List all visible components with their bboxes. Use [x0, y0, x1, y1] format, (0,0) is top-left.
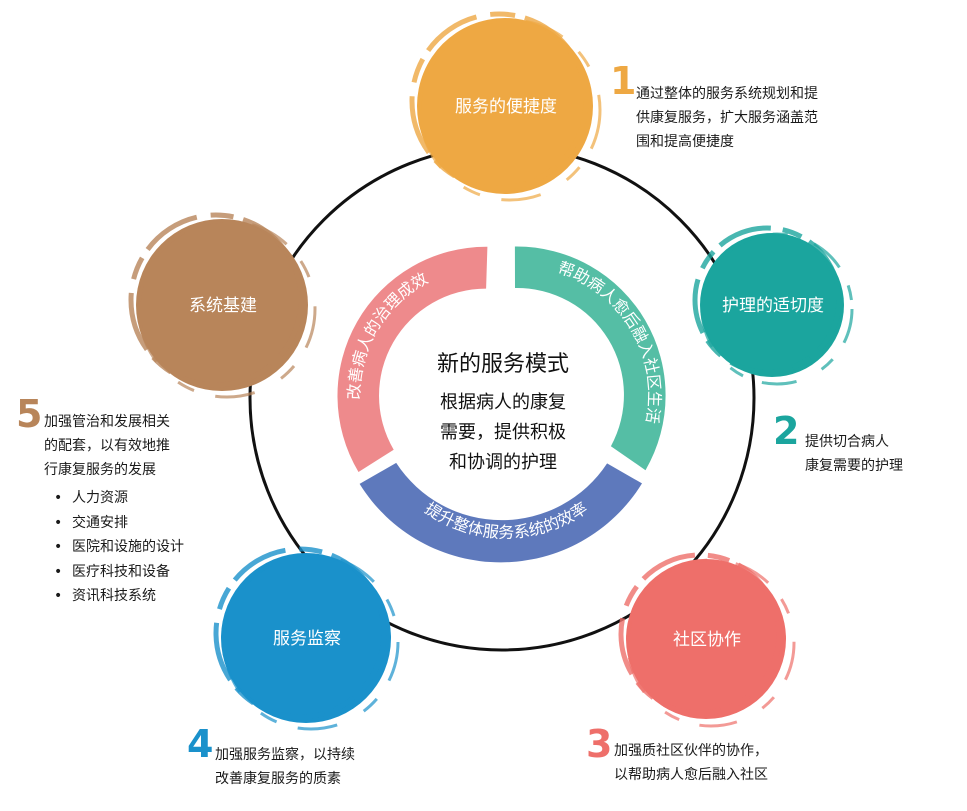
- node-1-description-line: 供康复服务，扩大服务涵盖范: [636, 110, 818, 126]
- node-4-blob: 服务监察: [213, 546, 400, 731]
- node-3-description-line: 加强质社区伙伴的协作，: [614, 743, 768, 759]
- node-2-blob: 护理的适切度: [692, 225, 854, 386]
- node-5-bullet-item: 人力资源: [54, 486, 184, 511]
- node-2-description: 提供切合病人 康复需要的护理: [805, 430, 903, 478]
- node-1-description: 通过整体的服务系统规划和提 供康复服务，扩大服务涵盖范 围和提高便捷度: [636, 82, 818, 154]
- node-4-label: 服务监察: [273, 629, 341, 649]
- node-2-description-line: 提供切合病人: [805, 434, 889, 450]
- node-5-bullet-item: 资讯科技系统: [54, 584, 184, 609]
- center-line-3: 和协调的护理: [449, 452, 557, 473]
- node-2-description-line: 康复需要的护理: [805, 458, 903, 474]
- node-5-label: 系统基建: [189, 296, 257, 316]
- center-line-2: 需要，提供积极: [440, 422, 566, 443]
- ring-segment-bottom: [359, 462, 642, 563]
- node-4-description-line: 改善康复服务的质素: [215, 771, 341, 787]
- node-3-number: 3: [586, 722, 613, 766]
- node-4-description: 加强服务监察，以持续 改善康复服务的质素: [215, 743, 355, 791]
- node-5-bullet-item: 医院和设施的设计: [54, 535, 184, 560]
- center-title: 新的服务模式: [437, 352, 569, 377]
- node-5-bullet-item: 医疗科技和设备: [54, 560, 184, 585]
- node-2-label: 护理的适切度: [722, 296, 824, 316]
- node-4-number: 4: [187, 722, 214, 766]
- node-3-description-line: 以帮助病人愈后融入社区: [614, 767, 768, 783]
- node-1-description-line: 围和提高便捷度: [636, 134, 734, 150]
- node-1-blob: 服务的便捷度: [409, 11, 602, 202]
- node-5-description: 加强管治和发展相关 的配套，以有效地推 行康复服务的发展: [44, 410, 170, 482]
- node-5-description-line: 行康复服务的发展: [44, 462, 156, 478]
- node-5-number: 5: [16, 392, 43, 436]
- node-4-description-line: 加强服务监察，以持续: [215, 747, 355, 763]
- node-5-bullet-list: 人力资源 交通安排 医院和设施的设计 医疗科技和设备 资讯科技系统: [54, 486, 184, 609]
- node-5-bullet-item: 交通安排: [54, 511, 184, 536]
- node-3-description: 加强质社区伙伴的协作， 以帮助病人愈后融入社区: [614, 739, 768, 787]
- node-1-number: 1: [610, 59, 637, 103]
- node-5-description-line: 的配套，以有效地推: [44, 438, 170, 454]
- node-1-description-line: 通过整体的服务系统规划和提: [636, 86, 818, 102]
- node-3-blob: 社区协作: [618, 552, 796, 728]
- node-2-number: 2: [773, 409, 800, 453]
- center-line-1: 根据病人的康复: [440, 392, 566, 413]
- node-5-description-line: 加强管治和发展相关: [44, 414, 170, 430]
- node-1-label: 服务的便捷度: [455, 97, 557, 117]
- ring-segment-right: [514, 246, 666, 471]
- ring-segment-left: [337, 246, 488, 472]
- node-5-blob: 系统基建: [128, 212, 317, 399]
- node-3-label: 社区协作: [673, 630, 741, 650]
